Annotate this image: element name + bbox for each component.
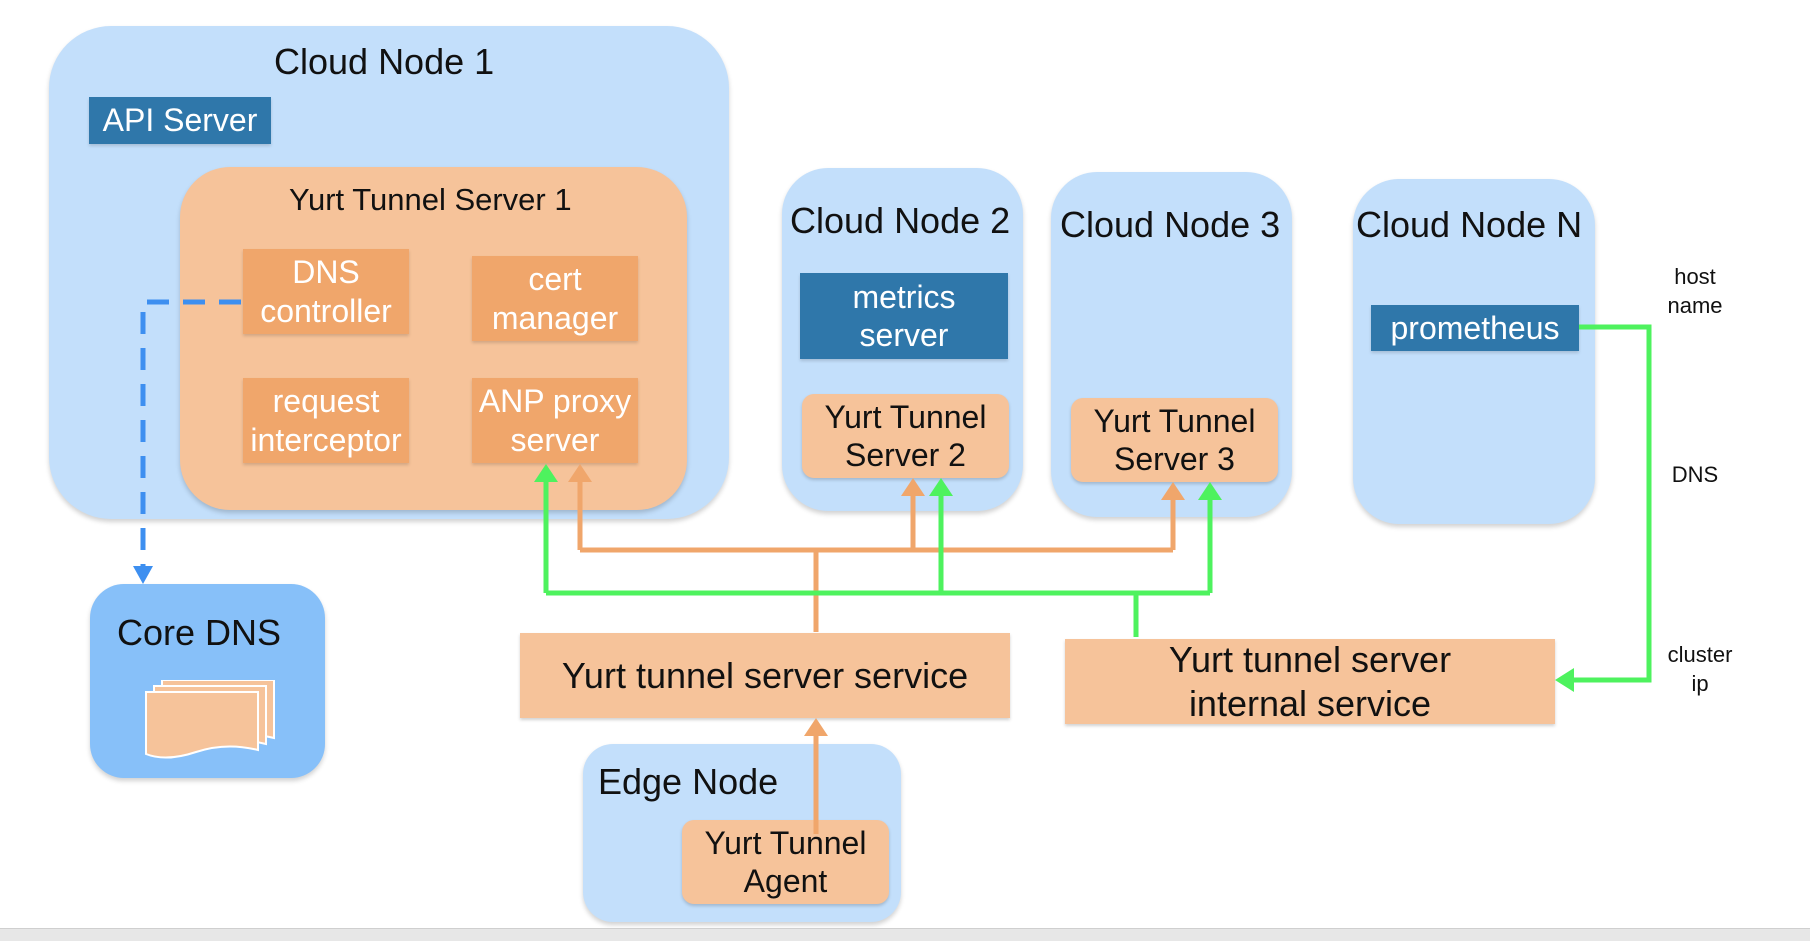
- core-dns-title: Core DNS: [117, 612, 282, 653]
- dns-controller: DNS controller: [243, 249, 409, 334]
- core-dns-arrow: [133, 566, 153, 584]
- cloud-node-1-title: Cloud Node 1: [274, 41, 495, 82]
- cloud-node-n-title: Cloud Node N: [1356, 204, 1583, 245]
- green-tunnel-lines: [543, 324, 1652, 683]
- metrics-server: metrics server: [800, 273, 1008, 359]
- orange-arrowheads: [568, 464, 1185, 736]
- cloud-node-3-title: Cloud Node 3: [1060, 204, 1281, 245]
- cloud-node-n: Cloud Node N: [1353, 179, 1595, 524]
- window-bottom-bar: [0, 928, 1810, 941]
- orange-tunnel-lines: [577, 476, 1176, 834]
- prometheus: prometheus: [1371, 305, 1579, 351]
- cluster-ip-label: cluster ip: [1667, 642, 1733, 696]
- cloud-node-2-title: Cloud Node 2: [790, 200, 1011, 241]
- api-server: API Server: [89, 97, 271, 144]
- yurt-tunnel-server-1-title: Yurt Tunnel Server 1: [289, 182, 572, 217]
- dns-controller-to-core-dns-line: [140, 299, 241, 576]
- request-interceptor: request interceptor: [243, 378, 409, 463]
- core-dns: Core DNS: [90, 584, 325, 778]
- yurt-tunnel-server-service: Yurt tunnel server service: [520, 633, 1010, 718]
- yurt-tunnel-server-3: Yurt Tunnel Server 3: [1071, 398, 1278, 482]
- green-arrowheads: [534, 464, 1574, 692]
- yurt-tunnel-agent: Yurt Tunnel Agent: [682, 820, 889, 904]
- dns-label: DNS: [1671, 462, 1719, 487]
- edge-node-title: Edge Node: [598, 761, 779, 802]
- anp-proxy-server: ANP proxy server: [472, 378, 638, 463]
- cert-manager: cert manager: [472, 256, 638, 341]
- host-name-label: host name: [1667, 264, 1723, 318]
- yurt-tunnel-server-internal-service: Yurt tunnel server internal service: [1065, 639, 1555, 724]
- yurt-tunnel-server-2: Yurt Tunnel Server 2: [802, 394, 1009, 478]
- document-stack-icon: [145, 680, 275, 759]
